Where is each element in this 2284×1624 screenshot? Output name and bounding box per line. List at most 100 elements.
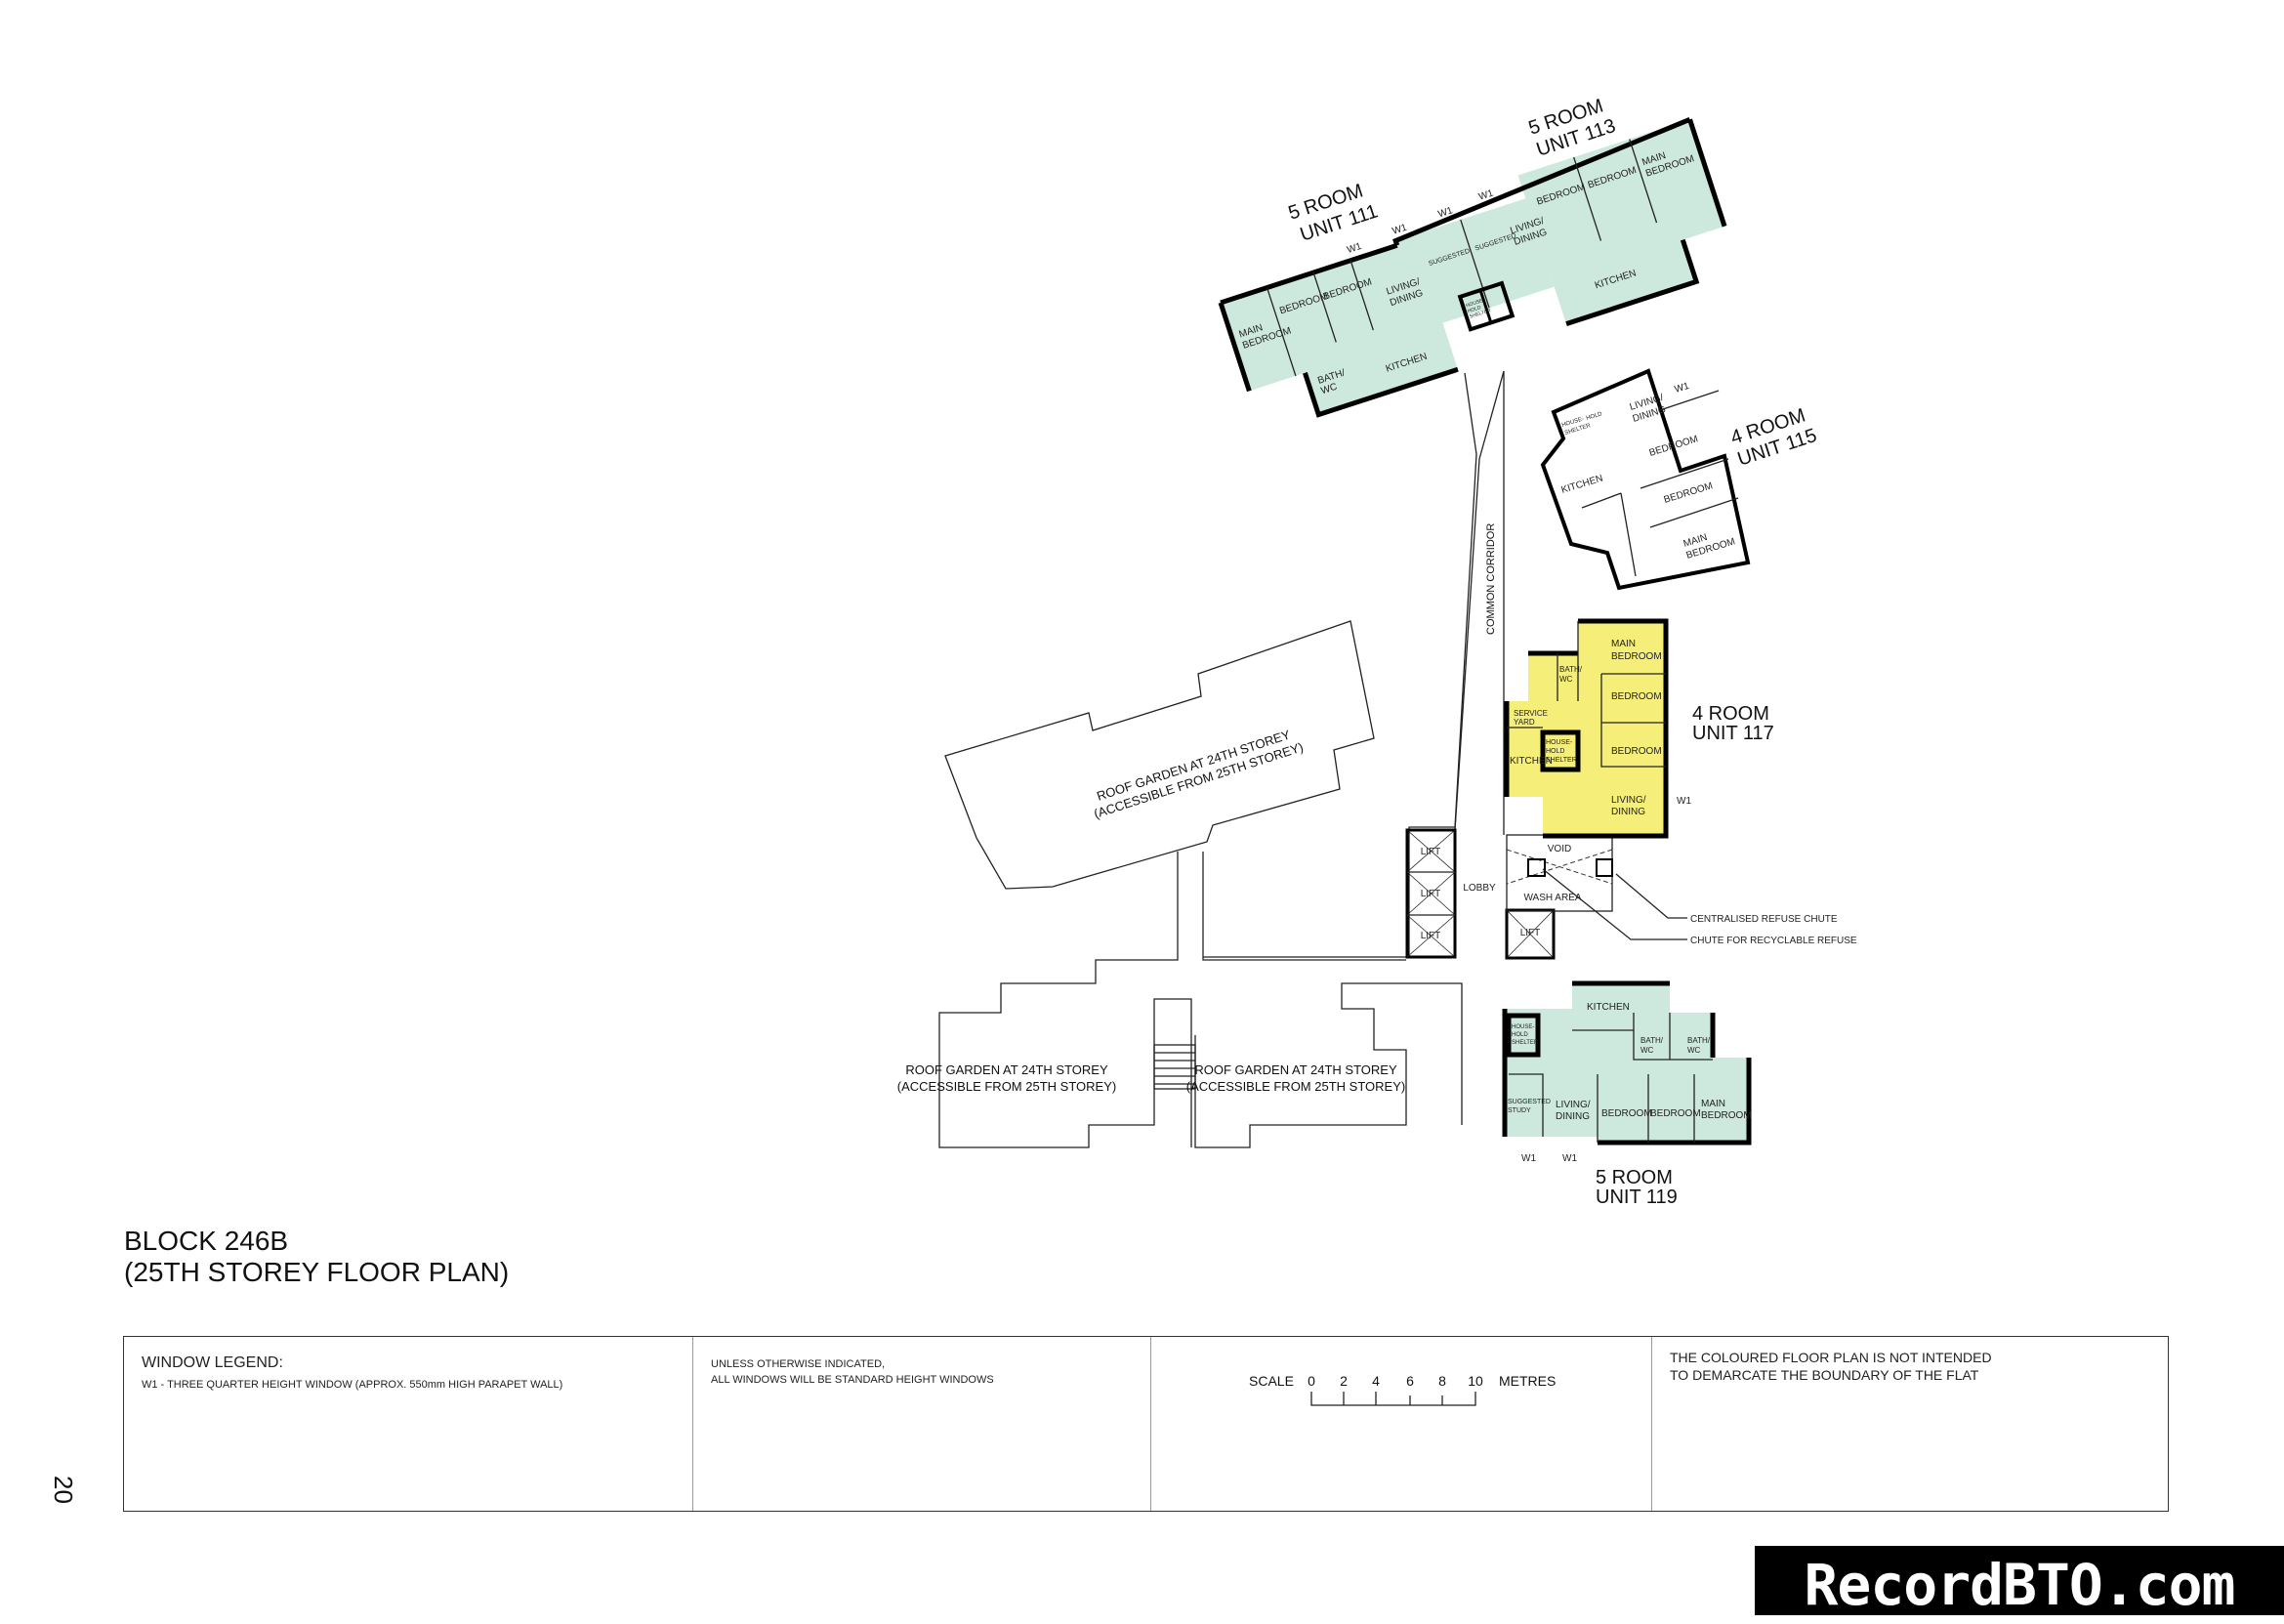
room-label: BEDROOM	[1650, 1108, 1701, 1119]
room-label: DINING	[1611, 807, 1645, 817]
room-label: KITCHEN	[1560, 474, 1604, 496]
room-label: KITCHEN	[1510, 756, 1553, 767]
room-label: LIVING/	[1611, 795, 1646, 806]
unit-115-fill	[1540, 368, 1751, 591]
room-label: BATH/	[1559, 665, 1583, 674]
roof-garden-right-label-1: ROOF GARDEN AT 24TH STOREY	[1194, 1062, 1397, 1077]
room-label: MAIN	[1701, 1099, 1725, 1109]
void-label: VOID	[1548, 844, 1571, 854]
unit-119-number: UNIT 119	[1596, 1187, 1678, 1208]
scale-bar: SCALE 0 2 4 6 8 10 METRES	[1249, 1373, 1556, 1406]
window-label: W1	[1346, 241, 1363, 256]
room-label: BEDROOM	[1663, 480, 1715, 506]
room-label: KITCHEN	[1587, 1002, 1630, 1013]
unit-119: KITCHEN LIVING/ DINING BEDROOM BEDROOM M…	[1502, 980, 1752, 1164]
shelter-label: HOUSE-	[1546, 739, 1573, 746]
room-label: SUGGESTED	[1508, 1099, 1551, 1105]
unit-117-number: UNIT 117	[1692, 723, 1774, 744]
roof-garden-left-label-1: ROOF GARDEN AT 24TH STOREY	[905, 1062, 1108, 1077]
room-label: BEDROOM	[1601, 1108, 1652, 1119]
stair	[1153, 1044, 1196, 1090]
leader-line	[1542, 868, 1687, 940]
scale-unit: METRES	[1499, 1373, 1556, 1389]
unit-117-type: 4 ROOM	[1692, 703, 1769, 725]
page-number: 20	[48, 1476, 78, 1504]
scale-tick: 4	[1372, 1373, 1380, 1389]
void-cross	[1506, 849, 1613, 885]
shelter-label: HOLD	[1586, 411, 1603, 422]
room-label: STUDY	[1508, 1107, 1531, 1114]
lift-bank	[1405, 828, 1556, 960]
title-block: BLOCK 246B	[124, 1226, 289, 1256]
room-label: BEDROOM	[1611, 651, 1662, 662]
window-legend-w1: W1 - THREE QUARTER HEIGHT WINDOW (APPROX…	[142, 1379, 563, 1391]
room-label: WC	[1319, 382, 1338, 397]
recycle-chute	[1596, 858, 1613, 877]
unit-115-walls	[1581, 390, 1739, 577]
unit-119-type: 5 ROOM	[1596, 1167, 1673, 1188]
window-legend-heading: WINDOW LEGEND:	[142, 1354, 283, 1371]
room-label: WC	[1559, 675, 1573, 684]
leader-line	[1615, 873, 1687, 919]
window-note-1: UNLESS OTHERWISE INDICATED,	[711, 1358, 886, 1370]
room-label: LIVING/	[1556, 1100, 1591, 1110]
room-label: YARD	[1514, 718, 1535, 727]
room-label: BATH/	[1640, 1036, 1664, 1045]
scale-tick: 0	[1308, 1373, 1315, 1389]
roof-garden-right-outline	[1194, 982, 1463, 1148]
disclaimer-1: THE COLOURED FLOOR PLAN IS NOT INTENDED	[1670, 1350, 1992, 1365]
window-note: UNLESS OTHERWISE INDICATED, ALL WINDOWS …	[693, 1337, 1151, 1511]
title-storey: (25TH STOREY FLOOR PLAN)	[124, 1257, 510, 1287]
shelter-label: SHELTER	[1512, 1040, 1539, 1046]
roof-garden-left-label-2: (ACCESSIBLE FROM 25TH STOREY)	[897, 1079, 1116, 1094]
lift-label-3: LIFT	[1421, 931, 1441, 941]
room-label: MAIN	[1611, 639, 1636, 649]
recycle-chute-label: CHUTE FOR RECYCLABLE REFUSE	[1690, 936, 1857, 946]
disclaimer: THE COLOURED FLOOR PLAN IS NOT INTENDED …	[1652, 1337, 2168, 1511]
shelter-label: HOLD	[1546, 748, 1564, 755]
roof-garden-main	[944, 620, 1375, 890]
units-111-113: HOUSE- HOLD SHELTER MAIN BEDROOM BEDROOM…	[1218, 117, 1727, 418]
roof-garden-right-label-2: (ACCESSIBLE FROM 25TH STOREY)	[1186, 1079, 1405, 1094]
window-label: W1	[1436, 205, 1454, 220]
wash-area-label: WASH AREA	[1523, 893, 1581, 903]
lift-label-1: LIFT	[1421, 847, 1441, 857]
unit-115-labels: LIVING/ DINING BEDROOM BEDROOM MAIN BEDR…	[1560, 381, 1737, 562]
window-label: W1	[1391, 222, 1409, 236]
room-label: BEDROOM	[1611, 691, 1662, 702]
shelter-label: HOUSE-	[1465, 298, 1485, 310]
lobby-label: LOBBY	[1463, 883, 1496, 894]
lift-label-2: LIFT	[1421, 889, 1441, 899]
watermark-logo: RecordBTO.com	[1755, 1546, 2284, 1618]
roof-garden-right	[1202, 852, 1406, 961]
room-label: BEDROOM	[1701, 1110, 1752, 1121]
scale-bar-line	[1310, 1392, 1476, 1406]
window-label: W1	[1562, 1153, 1577, 1164]
room-label: WC	[1640, 1046, 1654, 1055]
room-label: BEDROOM	[1611, 746, 1662, 757]
scale-tick: 8	[1438, 1373, 1446, 1389]
room-label: WC	[1687, 1046, 1701, 1055]
window-label: W1	[1677, 796, 1691, 807]
household-shelter	[1457, 280, 1516, 332]
window-label: W1	[1674, 381, 1691, 396]
window-label: W1	[1477, 187, 1495, 202]
room-label: BATH/	[1687, 1036, 1711, 1045]
scale-tick: 2	[1340, 1373, 1348, 1389]
room-label: SERVICE	[1514, 709, 1548, 718]
legend-box: WINDOW LEGEND: W1 - THREE QUARTER HEIGHT…	[123, 1336, 2169, 1512]
page-title: BLOCK 246B (25TH STOREY FLOOR PLAN)	[124, 1226, 509, 1288]
shelter-label: HOUSE-	[1512, 1024, 1534, 1030]
corridor-edge	[1478, 370, 1505, 460]
scale-tick: 10	[1468, 1373, 1483, 1389]
scale-label: SCALE	[1249, 1373, 1294, 1389]
scale-cell: SCALE 0 2 4 6 8 10 METRES	[1151, 1337, 1652, 1511]
shelter-label: HOLD	[1467, 305, 1481, 314]
lift-label-4: LIFT	[1520, 928, 1541, 938]
window-note-2: ALL WINDOWS WILL BE STANDARD HEIGHT WIND…	[711, 1374, 994, 1386]
scale-tick: 6	[1406, 1373, 1414, 1389]
refuse-chute	[1527, 858, 1546, 877]
window-legend: WINDOW LEGEND: W1 - THREE QUARTER HEIGHT…	[124, 1337, 693, 1511]
common-corridor-label: COMMON CORRIDOR	[1485, 523, 1497, 635]
